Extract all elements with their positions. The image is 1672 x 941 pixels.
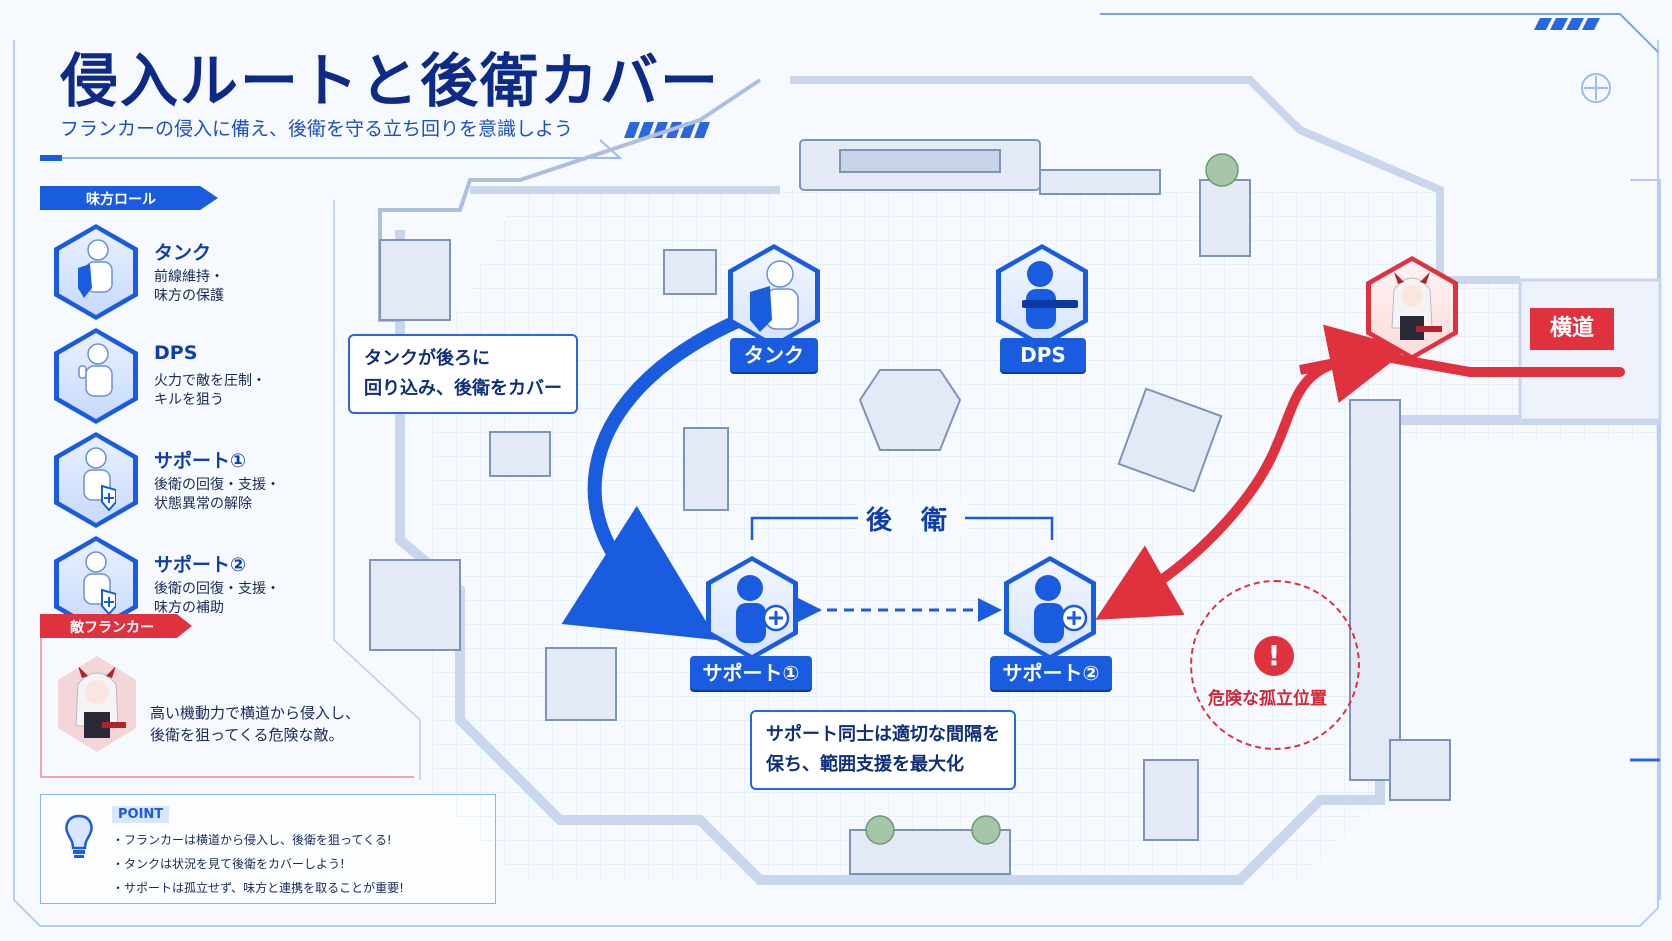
support-1-label: サポート① [690, 656, 812, 690]
role-dps: DPS 火力で敵を圧制・キルを狙う [54, 328, 354, 424]
tank-label: タンク [730, 338, 818, 372]
role-dps-name: DPS [154, 342, 198, 364]
role-dps-badge [54, 328, 138, 424]
point-item: フランカーは横道から侵入し、後衛を狙ってくる! [112, 828, 404, 852]
role-support-2-name: サポート② [154, 554, 247, 576]
tank-cover-callout: タンクが後ろに回り込み、後衛をカバー [348, 334, 578, 414]
point-item: サポートは孤立せず、味方と連携を取ることが重要! [112, 876, 404, 900]
danger-zone [1190, 580, 1360, 750]
support-2-label: サポート② [990, 656, 1112, 690]
enemy-flanker-portrait [58, 656, 136, 752]
page-title: 侵入ルートと後衛カバー [60, 47, 721, 115]
support-plus-icon [1034, 575, 1088, 643]
enemy-flanker-unit[interactable] [1366, 256, 1458, 360]
point-item: タンクは状況を見て後衛をカバーしよう! [112, 852, 404, 876]
enemy-header: 敵フランカー [40, 614, 192, 638]
role-support-1-name: サポート① [154, 450, 247, 472]
dps-label: DPS [1000, 338, 1086, 372]
page-subtitle: フランカーの侵入に備え、後衛を守る立ち回りを意識しよう [60, 118, 574, 140]
role-support-1-desc: 後衛の回復・支援・状態異常の解除 [154, 477, 280, 512]
point-heading: POINT [112, 806, 170, 823]
support-plus-icon [736, 575, 790, 643]
role-tank-badge [54, 224, 138, 320]
role-support-1: サポート① 後衛の回復・支援・状態異常の解除 [54, 432, 354, 528]
thumbs-up-figure-icon [78, 343, 113, 397]
support-spacing-callout: サポート同士は適切な間隔を保ち、範囲支援を最大化 [750, 710, 1016, 790]
enemy-info-box [40, 638, 414, 778]
enemy-flanker-icon [75, 666, 126, 738]
role-support-1-badge [54, 432, 138, 528]
role-dps-desc: 火力で敵を圧制・キルを狙う [154, 373, 266, 408]
enemy-description: 高い機動力で横道から侵入し、後衛を狙ってくる危険な敵。 [150, 704, 361, 744]
shield-figure-icon [78, 239, 113, 298]
warning-icon: ! [1254, 636, 1294, 676]
role-support-2-desc: 後衛の回復・支援・味方の補助 [154, 581, 280, 616]
backline-label: 後 衛 [858, 500, 966, 537]
support-plus-icon [83, 447, 116, 512]
tank-shield-icon [750, 260, 799, 332]
support-plus-icon [83, 551, 116, 616]
role-tank-name: タンク [154, 242, 212, 264]
roles-header: 味方ロール [40, 186, 218, 210]
role-tank: タンク 前線維持・味方の保護 [54, 224, 354, 320]
role-tank-desc: 前線維持・味方の保護 [154, 269, 224, 304]
point-list: フランカーは横道から侵入し、後衛を狙ってくる! タンクは状況を見て後衛をカバーし… [112, 828, 404, 900]
danger-label: 危険な孤立位置 [1208, 689, 1327, 709]
lightbulb-icon [65, 814, 93, 858]
side-path-label: 横道 [1530, 308, 1614, 350]
dps-rifle-icon [1022, 261, 1078, 329]
